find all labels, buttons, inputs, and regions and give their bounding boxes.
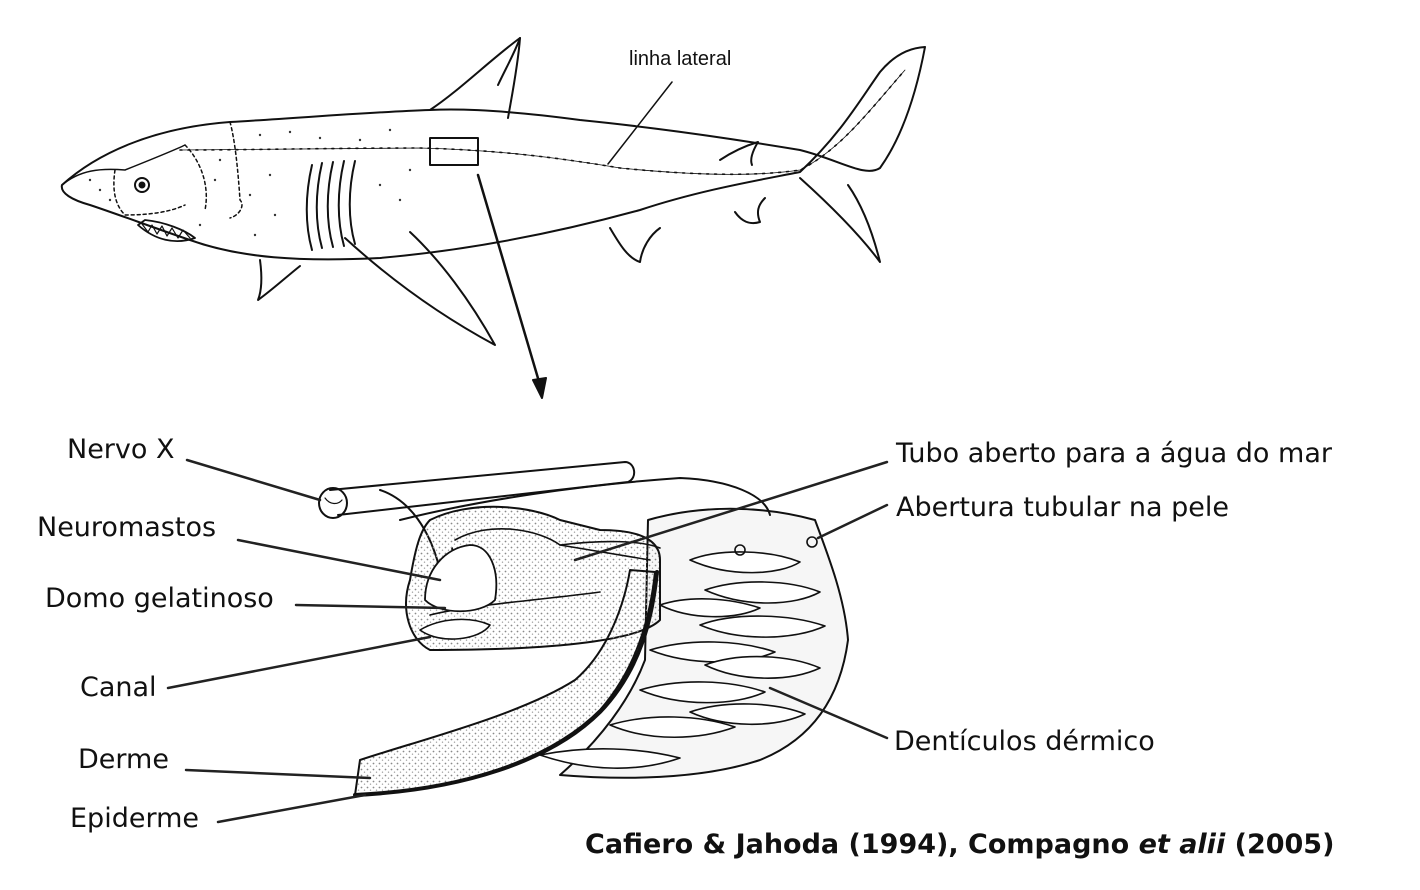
label-linha-lateral: linha lateral <box>629 48 732 70</box>
label-nervo-x: Nervo X <box>67 434 175 465</box>
figure-credit: Cafiero & Jahoda (1994), Compagno et ali… <box>585 831 1334 858</box>
leader-denticulos <box>768 686 889 740</box>
lateral-line <box>179 69 906 176</box>
open-tube <box>559 540 661 549</box>
leader-nervo-x <box>185 458 322 502</box>
shark-dorsal-fin <box>429 37 521 119</box>
leader-derme <box>184 768 372 780</box>
leader-neuromastos <box>236 538 442 582</box>
lateral-line-detail-box <box>429 137 479 166</box>
leader-abertura <box>816 503 889 540</box>
shark-mouth <box>137 219 196 242</box>
shark-pectoral-fin <box>344 231 496 346</box>
gelatinous-dome <box>424 544 498 613</box>
label-tubo-aberto: Tubo aberto para a água do mar <box>896 438 1332 469</box>
shark-pelvic-fin <box>609 227 661 263</box>
shark-illustration <box>60 37 926 399</box>
label-derme: Derme <box>78 744 169 775</box>
label-canal: Canal <box>80 672 157 703</box>
zoom-arrow <box>476 173 542 387</box>
skin-pore <box>806 536 818 548</box>
credit-italic: et alii <box>1138 829 1226 860</box>
label-epiderme: Epiderme <box>70 803 199 834</box>
shark-eye <box>134 177 150 193</box>
shark-tail-lower <box>799 177 881 263</box>
credit-part1: Cafiero & Jahoda (1994), Compagno <box>585 829 1139 860</box>
leader-tubo <box>573 460 889 562</box>
label-neuromastos: Neuromastos <box>37 512 217 543</box>
leader-domo <box>294 603 447 610</box>
leader-canal <box>166 635 432 690</box>
label-abertura-tubular: Abertura tubular na pele <box>896 492 1230 523</box>
label-domo-gelatinoso: Domo gelatinoso <box>45 583 274 614</box>
credit-part2: (2005) <box>1225 829 1335 860</box>
leader-lines <box>166 458 889 824</box>
leader-epiderme <box>216 793 367 824</box>
shark-body-outline <box>60 46 926 261</box>
label-denticulos: Dentículos dérmico <box>894 726 1155 757</box>
lateral-line-cross-section <box>318 461 849 797</box>
